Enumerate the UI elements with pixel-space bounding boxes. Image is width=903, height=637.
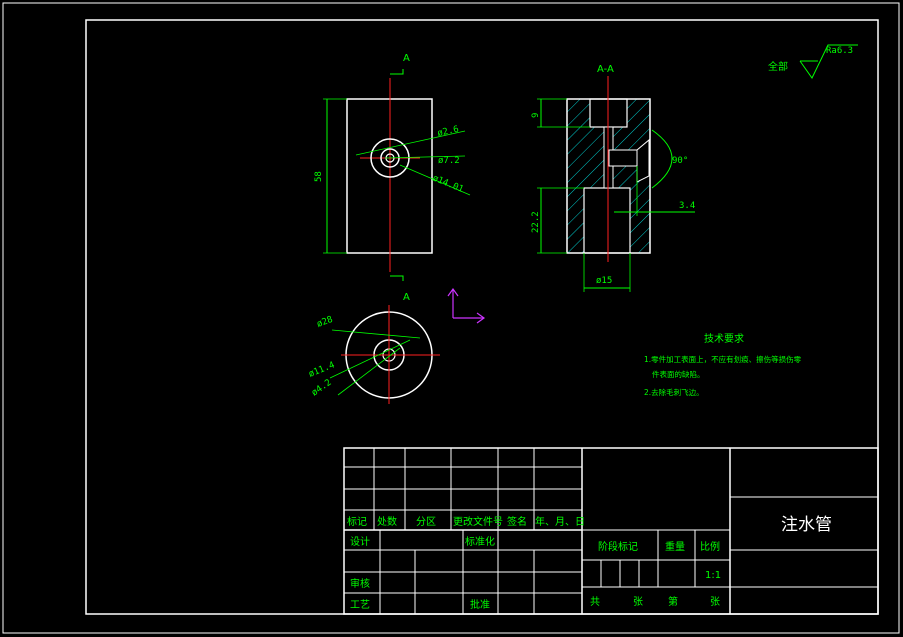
tech-requirements: 技术要求 1.零件加工表面上，不应有划痕、擦伤等损伤零 件表面的缺陷。 2.去除… [644,332,802,397]
section-arrow-top [390,69,404,75]
front-view: A A 58 ø2.6 ø7.2 ø14.01 [314,53,471,303]
tech-title: 技术要求 [704,332,744,345]
roughness-prefix: 全部 [768,60,788,73]
tb-standard: 标准化 [465,535,495,548]
ucs-icon [447,287,486,324]
tb-process: 工艺 [350,599,370,611]
title-block [343,447,879,615]
tb-approve: 批准 [470,598,490,611]
title-block-text: 标记 处数 分区 更改文件号 签名 年、月、日 设计 标准化 审核 工艺 批准 … [347,515,832,611]
dim-depth-text: 3.4 [679,201,695,211]
tb-count: 处数 [377,515,397,528]
leader-d3 [399,164,471,196]
tb-zone: 分区 [416,516,436,528]
tb-scale-value: 1:1 [705,570,721,581]
top-view: ø28 ø11.4 ø4.2 [307,305,440,404]
section-title: A-A [597,64,614,75]
leader-inner [337,347,401,396]
tb-review: 审核 [350,577,370,590]
tb-total: 共 [590,596,600,608]
surface-finish-symbol: 全部 Ra6.3 [768,44,858,79]
tb-design: 设计 [350,535,370,548]
tb-stage-mark: 阶段标记 [598,540,638,553]
tb-sheets: 张 [633,596,643,608]
leader-d2 [384,155,466,159]
tb-mark: 标记 [347,516,367,528]
leader-mid [329,339,411,379]
dim-d3-text: ø14.01 [431,174,465,195]
roughness-icon [799,44,858,79]
tb-sheets2: 张 [710,596,720,608]
dim-bottom-text: 22.2 [531,211,541,233]
dim-angle-text: 90° [672,156,688,166]
leader-outer [331,329,421,339]
dim-outer-text: ø28 [316,315,335,330]
section-arrow-bottom [390,275,404,281]
tb-change-doc: 更改文件号 [453,515,503,528]
tech-line3: 2.去除毛刺飞边。 [644,387,704,397]
front-circle-outer [370,138,410,178]
tech-line2: 件表面的缺陷。 [652,369,705,379]
tb-page: 第 [668,595,678,608]
dim-d1-text: ø2.6 [437,125,460,139]
section-marker-bottom: A [403,292,410,303]
bottom-bore [583,187,631,254]
section-marker-top: A [403,53,410,64]
tb-scale: 比例 [700,540,720,553]
side-port [608,149,638,167]
tech-line1: 1.零件加工表面上，不应有划痕、擦伤等损伤零 [644,354,802,364]
dim-angle-arc [651,129,673,189]
part-name: 注水管 [781,515,832,535]
tb-sign: 签名 [507,515,527,528]
leader-d1 [355,130,466,156]
tb-date: 年、月、日 [535,515,585,528]
dim-inner-text: ø4.2 [310,378,334,399]
dim-width-text: ø15 [596,276,612,286]
roughness-value: Ra6.3 [826,46,853,56]
dim-height-text: 58 [314,171,324,182]
section-view: A-A 9 22.2 ø15 90° 3.4 [531,64,695,292]
dim-d2-text: ø7.2 [438,156,460,166]
dim-top-text: 9 [531,113,541,118]
tb-weight: 重量 [665,540,685,553]
